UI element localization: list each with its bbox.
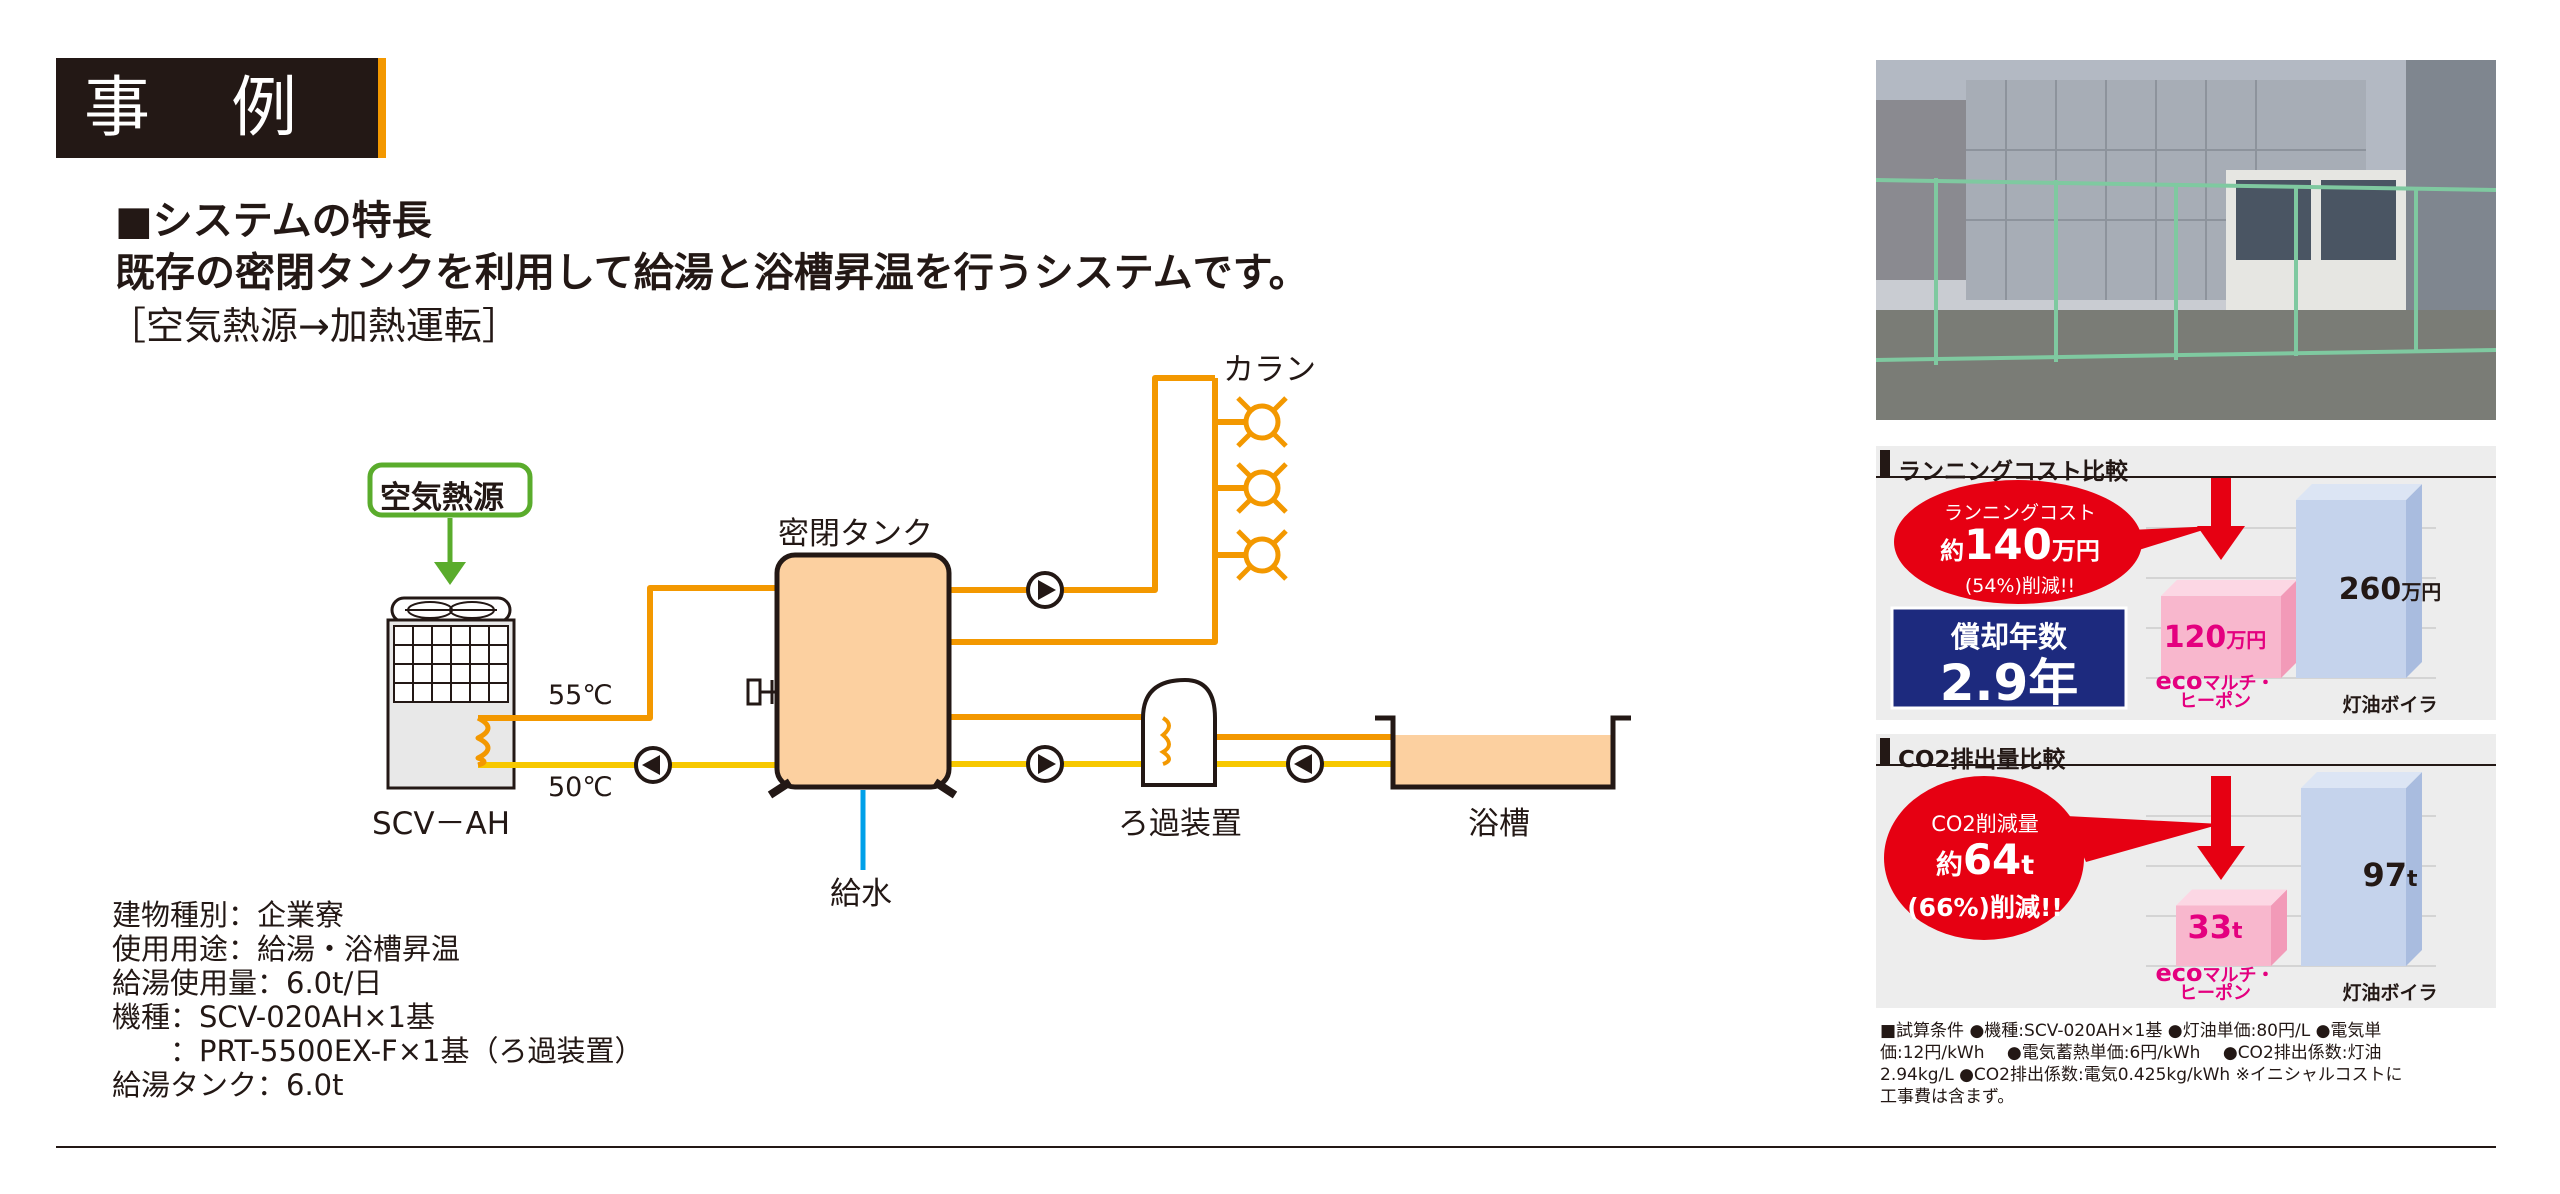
rc-eco-value: 120	[2163, 620, 2227, 655]
bathtub-icon	[1375, 715, 1631, 790]
bottom-rule	[56, 1146, 2496, 1148]
co2-callout-prefix: 約	[1935, 850, 1963, 881]
spec-tank: 給湯タンク：6.0t	[112, 1068, 344, 1102]
rc-callout-text: ランニングコスト 約140万円 (54%)削減!!	[1898, 498, 2142, 598]
running-cost-head-rule	[1876, 476, 2496, 478]
unit-label: SCV－AH	[372, 806, 511, 842]
co2-eco-name: ecoマルチ・ヒーポン	[2150, 961, 2280, 1004]
faucet-label: カラン	[1223, 352, 1316, 388]
rc-eco-name1: マルチ・	[2202, 673, 2275, 694]
rc-eco-name2: ヒーポン	[2179, 691, 2251, 712]
co2-callout-unit: t	[2021, 850, 2035, 881]
features-heading: ■システムの特長	[115, 198, 432, 244]
co2-bar-boiler	[2301, 772, 2422, 966]
rc-payback-box	[1890, 606, 2128, 710]
spec-model-filter: ：PRT-5500EX-F×1基（ろ過装置）	[112, 1034, 644, 1068]
rc-payback-label: 償却年数	[1950, 620, 2067, 654]
spec-building: 建物種別：企業寮	[112, 898, 345, 932]
co2-head-rule	[1876, 764, 2496, 766]
spec-model: 機種：SCV-020AH×1基	[112, 1000, 436, 1034]
co2-callout-pointer	[2066, 816, 2221, 862]
rc-payback-value: 2.9年	[1939, 654, 2079, 712]
water-supply-label: 給水	[830, 876, 892, 912]
co2-callout	[1884, 776, 2084, 940]
co2-bar-eco	[2176, 889, 2287, 966]
faucet-icons	[1236, 396, 1288, 581]
co2-reduction-arrow	[2211, 776, 2231, 848]
spec-volume: 給湯使用量：6.0t/日	[112, 966, 383, 1000]
rc-callout-label: ランニングコスト	[1943, 502, 2096, 524]
running-cost-head-mark	[1880, 450, 1890, 476]
rc-boiler-unit: 万円	[2401, 580, 2442, 604]
rc-boiler-value: 260	[2338, 572, 2402, 607]
running-cost-chart	[1890, 478, 2436, 710]
temp-return-label: 50℃	[548, 772, 613, 803]
rc-eco-brand: eco	[2155, 667, 2203, 695]
faucet-pipe-riser	[950, 378, 1218, 645]
co2-callout-text: CO2削減量 約64t (66%)削減!!	[1890, 808, 2080, 924]
co2-eco-brand: eco	[2155, 959, 2203, 987]
spec-list: 建物種別：企業寮 使用用途：給湯・浴槽昇温 給湯使用量：6.0t/日 機種：SC…	[112, 898, 644, 1102]
bathtub-label: 浴槽	[1468, 806, 1530, 842]
co2-eco-value-label: 33t	[2160, 908, 2270, 946]
rc-payback-text: 償却年数 2.9年	[1892, 614, 2126, 710]
heat-exchanger-coil	[475, 715, 491, 768]
rc-eco-unit: 万円	[2226, 628, 2267, 652]
installation-photo	[1876, 60, 2496, 420]
heat-source-arrow-head	[434, 562, 466, 585]
page-title: 事 例	[84, 69, 327, 146]
section-title-band: 事 例	[56, 58, 386, 158]
co2-eco-name1: マルチ・	[2202, 965, 2275, 986]
co2-boiler-name: 灯油ボイラ	[2342, 982, 2438, 1004]
temp-hot-label: 55℃	[548, 680, 613, 711]
tank-label: 密閉タンク	[778, 516, 933, 552]
rc-callout	[1894, 480, 2142, 604]
filter-device-icon	[1141, 677, 1217, 787]
rc-eco-name: ecoマルチ・ヒーポン	[2150, 669, 2280, 712]
heat-source-box	[367, 462, 533, 518]
co2-callout-pct: (66%)削減!!	[1907, 893, 2063, 922]
rc-bar-boiler	[2296, 484, 2422, 678]
rc-callout-prefix: 約	[1940, 537, 1965, 565]
features-line1: 既存の密閉タンクを利用して給湯と浴槽昇温を行うシステムです。	[115, 250, 1309, 296]
rc-boiler-name: 灯油ボイラ	[2342, 694, 2438, 716]
rc-reduction-arrow	[2211, 478, 2231, 528]
co2-heading: CO2排出量比較	[1898, 747, 2066, 773]
co2-boiler-value-label: 97t	[2330, 856, 2450, 894]
hot-pipe-supply	[478, 585, 775, 721]
rc-boiler-value-label: 260万円	[2320, 572, 2460, 607]
co2-callout-label: CO2削減量	[1931, 812, 2039, 836]
co2-head-mark	[1880, 738, 1890, 764]
heat-source-label: 空気熱源	[380, 480, 504, 516]
rc-eco-value-label: 120万円	[2150, 620, 2280, 655]
system-diagram	[367, 375, 1631, 870]
co2-eco-value: 33	[2187, 908, 2232, 946]
co2-eco-name2: ヒーポン	[2179, 983, 2251, 1004]
co2-boiler-unit: t	[2407, 867, 2418, 892]
rc-bar-eco	[2161, 579, 2297, 678]
co2-callout-value: 64	[1962, 835, 2022, 884]
co2-boiler-value: 97	[2362, 856, 2407, 894]
rc-callout-value: 140	[1964, 520, 2052, 569]
co2-chart	[1884, 772, 2436, 967]
calc-conditions-footnote: ■試算条件 ●機種:SCV-020AH×1基 ●灯油単価:80円/L ●電気単 …	[1880, 1021, 2403, 1107]
rc-callout-unit: 万円	[2051, 537, 2100, 565]
sealed-tank-icon	[746, 552, 958, 799]
faucet-branches	[1215, 419, 1245, 558]
features-line2: ［空気熱源→加熱運転］	[108, 304, 520, 348]
faucet-pipe-upper	[950, 375, 1215, 593]
rc-callout-pct: (54%)削減!!	[1964, 575, 2076, 597]
pump-icons	[634, 571, 1324, 784]
spec-usage: 使用用途：給湯・浴槽昇温	[112, 932, 461, 966]
filter-label: ろ過装置	[1118, 806, 1242, 842]
co2-eco-unit: t	[2232, 919, 2243, 944]
scv-unit-icon	[386, 596, 516, 790]
